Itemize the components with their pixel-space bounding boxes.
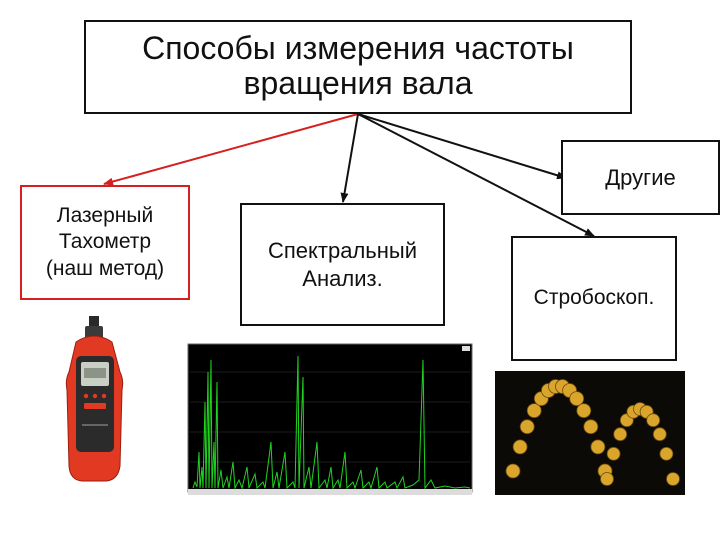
strobe-ball — [659, 446, 674, 461]
strobe-ball — [569, 391, 585, 407]
spectral-label-line-2: Анализ. — [302, 265, 383, 291]
strobe-ball — [646, 413, 661, 428]
strobe-label: Стробоскоп. — [533, 286, 655, 310]
other-label: Другие — [605, 164, 676, 190]
strobe-ball — [606, 446, 621, 461]
strobe-ball — [590, 439, 606, 455]
arrow-to-other — [357, 113, 567, 180]
arrow-to-laser — [103, 113, 359, 186]
strobe-ball — [505, 463, 521, 479]
strobe-ball — [512, 439, 528, 455]
stroboscope-box: Стробоскоп. — [511, 236, 677, 361]
title-line-2: вращения вала — [243, 65, 473, 101]
tachometer-device-icon — [65, 316, 124, 482]
laser-tachometer-box: Лазерный Тахометр (наш метод) — [20, 185, 190, 300]
laser-label-line-2: Тахометр — [58, 230, 152, 254]
laser-label-line-3: (наш метод) — [45, 256, 165, 280]
strobe-ball — [519, 419, 535, 435]
bouncing-balls-icon — [495, 371, 685, 495]
strobe-ball — [583, 419, 599, 435]
laser-label-line-1: Лазерный — [56, 204, 154, 228]
title-box: Способы измерения частоты вращения вала — [84, 20, 632, 114]
arrow-to-strobe — [357, 113, 595, 237]
spectral-analysis-box: Спектральный Анализ. — [240, 203, 445, 326]
spectrum-graph-icon — [185, 342, 475, 497]
strobe-ball — [613, 427, 628, 442]
spectral-label-line-1: Спектральный — [267, 238, 417, 263]
strobe-ball — [652, 427, 667, 442]
strobe-ball — [526, 403, 542, 418]
strobe-ball — [576, 403, 592, 418]
strobe-ball — [666, 472, 680, 486]
title-line-1: Способы измерения частоты — [142, 29, 574, 66]
strobe-ball — [600, 472, 614, 486]
other-methods-box: Другие — [561, 140, 720, 215]
arrow-to-spectral — [340, 113, 359, 203]
